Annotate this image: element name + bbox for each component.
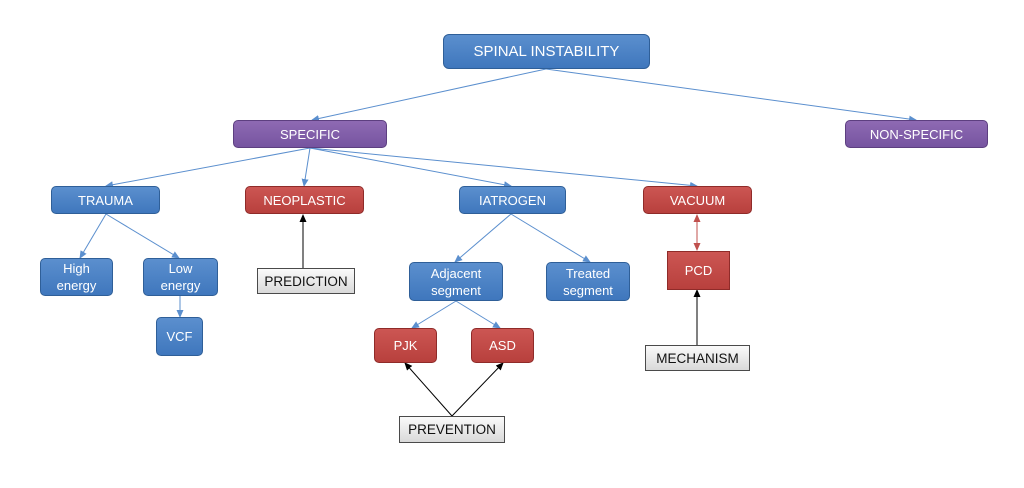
edge-prevention-asd — [451, 362, 504, 417]
treated-segment-node: Treated segment — [546, 262, 630, 301]
adjacent-segment-node: Adjacent segment — [409, 262, 503, 301]
edge-trauma-high — [79, 213, 107, 259]
edge-trauma-low — [105, 213, 180, 259]
vcf-node: VCF — [156, 317, 203, 356]
edge-instability-specific — [311, 68, 547, 122]
edge-instability-nonspecific — [545, 68, 917, 123]
spinal-instability-node: SPINAL INSTABILITY — [443, 34, 650, 69]
edge-specific-vacuum — [309, 147, 698, 189]
edge-specific-neoplastic — [301, 147, 311, 187]
edge-specific-iatrogen — [309, 147, 512, 189]
prediction-box: PREDICTION — [257, 268, 355, 294]
pjk-node: PJK — [374, 328, 437, 363]
edge-adjacent-asd — [455, 300, 501, 329]
prevention-box: PREVENTION — [399, 416, 505, 443]
high-energy-node: High energy — [40, 258, 113, 296]
trauma-node: TRAUMA — [51, 186, 160, 214]
edge-prevention-pjk — [404, 362, 453, 417]
asd-node: ASD — [471, 328, 534, 363]
iatrogen-node: IATROGEN — [459, 186, 566, 214]
low-energy-node: Low energy — [143, 258, 218, 296]
edge-iatrogen-treated — [510, 213, 591, 263]
mechanism-box: MECHANISM — [645, 345, 750, 371]
specific-node: SPECIFIC — [233, 120, 387, 148]
edge-iatrogen-adjacent — [454, 213, 512, 263]
neoplastic-node: NEOPLASTIC — [245, 186, 364, 214]
non-specific-node: NON-SPECIFIC — [845, 120, 988, 148]
edge-specific-trauma — [105, 147, 311, 189]
edge-adjacent-pjk — [411, 300, 457, 329]
vacuum-node: VACUUM — [643, 186, 752, 214]
pcd-node: PCD — [667, 251, 730, 290]
